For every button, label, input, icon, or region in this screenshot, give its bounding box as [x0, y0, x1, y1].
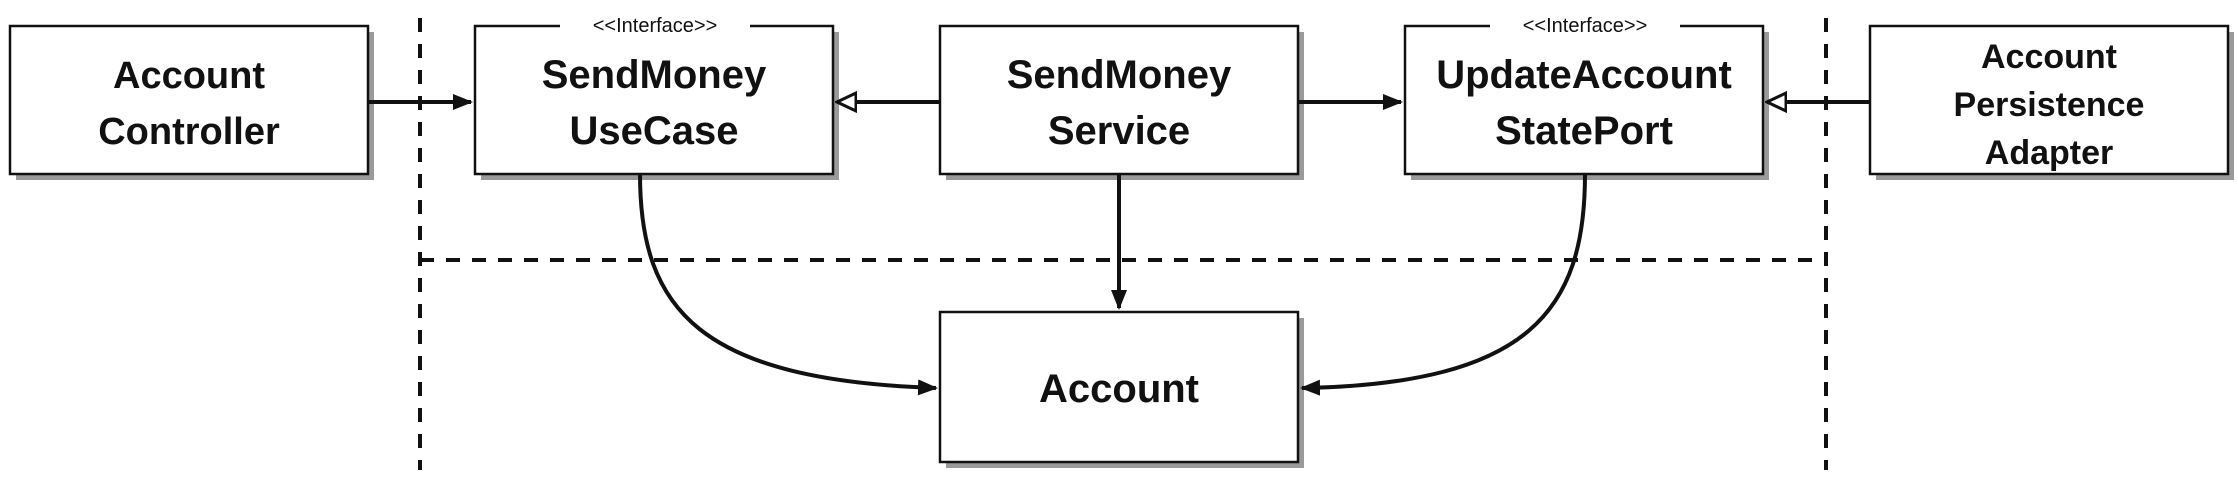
account-controller-line-2: Controller	[98, 111, 280, 153]
update-account-state-port-line-1: UpdateAccount	[1436, 53, 1732, 97]
send-money-service-line-1: SendMoney	[1007, 53, 1232, 97]
account-label: Account	[1039, 367, 1199, 411]
box-account-persistence-adapter: Account Persistence Adapter	[1868, 24, 2234, 180]
box-account: Account	[938, 310, 1304, 468]
box-account-controller: Account Controller	[8, 24, 374, 180]
connectors	[368, 102, 1870, 396]
account-controller-line-1: Account	[113, 55, 265, 97]
box-update-account-state-port: <<Interface>> UpdateAccount StatePort	[1403, 13, 1769, 180]
send-money-use-case-stereotype: <<Interface>>	[593, 15, 718, 37]
box-send-money-service: SendMoney Service	[938, 24, 1304, 180]
update-account-state-port-stereotype: <<Interface>>	[1523, 15, 1648, 37]
send-money-service-line-2: Service	[1048, 109, 1190, 153]
send-money-use-case-line-1: SendMoney	[542, 53, 767, 97]
box-send-money-use-case: <<Interface>> SendMoney UseCase	[473, 13, 839, 180]
account-persistence-adapter-line-2: Persistence	[1954, 86, 2145, 124]
arrow-use-case-to-account	[638, 173, 938, 396]
arrow-port-to-account	[1300, 173, 1587, 396]
update-account-state-port-line-2: StatePort	[1495, 109, 1673, 153]
send-money-use-case-line-2: UseCase	[569, 109, 738, 153]
account-persistence-adapter-line-1: Account	[1981, 38, 2117, 76]
layer-boundaries	[418, 18, 1828, 470]
account-persistence-adapter-line-3: Adapter	[1985, 134, 2113, 172]
